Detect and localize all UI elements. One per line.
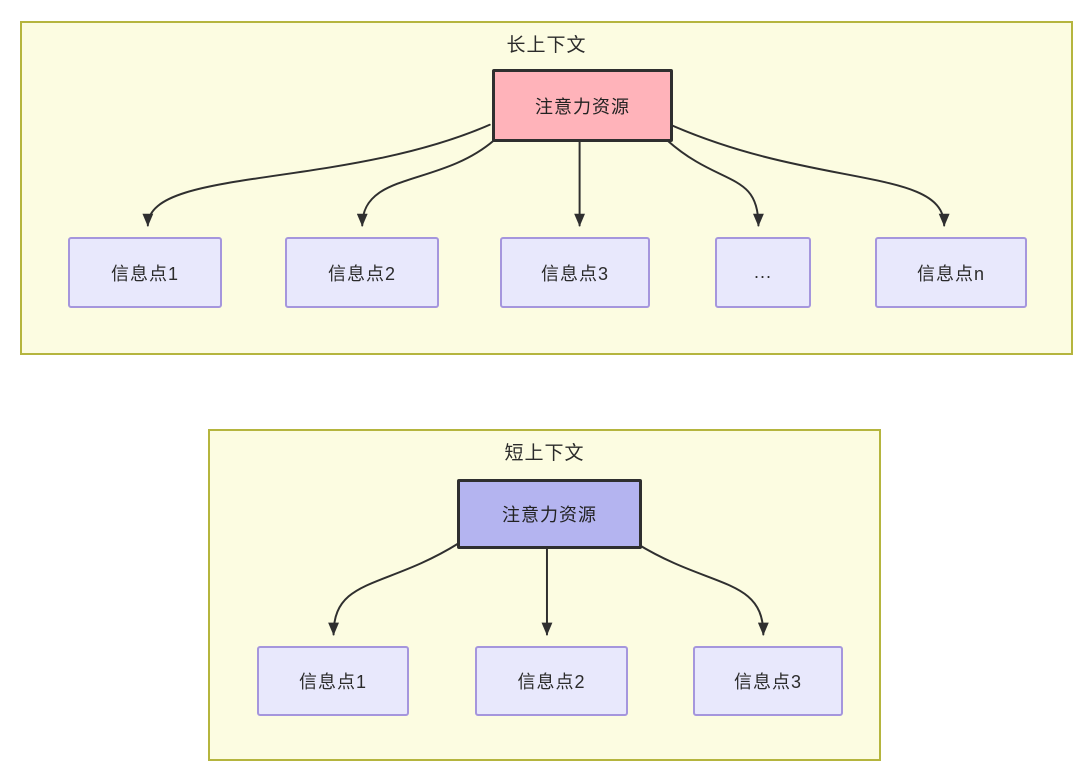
attention-resource-label: 注意力资源 bbox=[535, 96, 630, 117]
arrow-attention-to-infon bbox=[669, 123, 950, 227]
info-point-box-ellipsis: ... bbox=[715, 237, 811, 308]
attention-resource-box-long: 注意力资源 bbox=[492, 69, 673, 142]
info-point-box-2: 信息点2 bbox=[475, 646, 628, 716]
arrow-attention-to-ellipsis bbox=[666, 139, 764, 227]
long-context-panel: 长上下文 注意力资源 信息点1 信息点2 信息点3 ... 信息点n bbox=[20, 21, 1073, 355]
info-point-box-1: 信息点1 bbox=[68, 237, 222, 308]
info-point-box-n: 信息点n bbox=[875, 237, 1027, 308]
arrow-attention-to-info3 bbox=[635, 542, 769, 636]
info-point-box-3: 信息点3 bbox=[500, 237, 650, 308]
arrow-attention-to-info2 bbox=[356, 139, 495, 227]
attention-resource-label: 注意力资源 bbox=[502, 505, 597, 525]
arrow-attention-to-info1 bbox=[328, 542, 460, 636]
info-point-box-3: 信息点3 bbox=[693, 646, 843, 716]
arrow-attention-to-info1 bbox=[142, 123, 491, 227]
short-context-panel: 短上下文 注意力资源 信息点1 信息点2 信息点3 bbox=[208, 429, 881, 761]
short-context-title: 短上下文 bbox=[504, 443, 585, 464]
attention-resource-box-short: 注意力资源 bbox=[457, 479, 642, 549]
info-point-box-2: 信息点2 bbox=[285, 237, 439, 308]
info-point-box-1: 信息点1 bbox=[257, 646, 409, 716]
long-context-title: 长上下文 bbox=[506, 35, 587, 56]
